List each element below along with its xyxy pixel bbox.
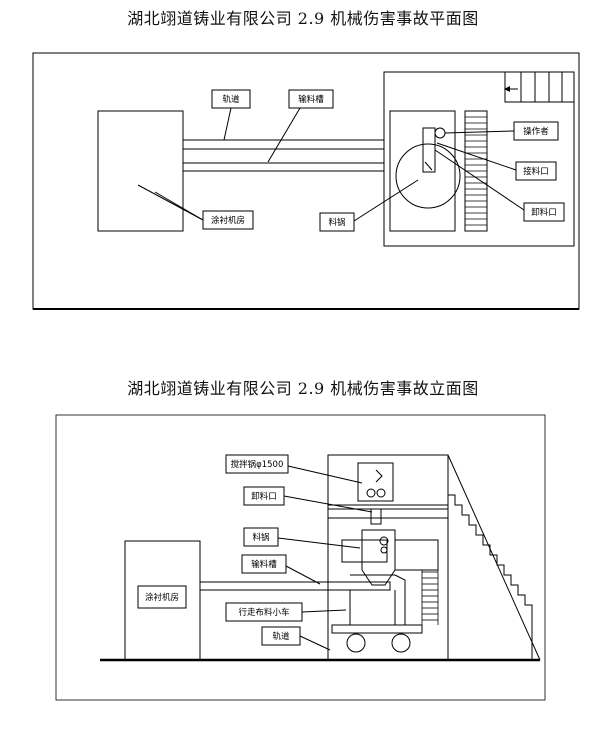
plan-label-discharge-port: 卸料口 bbox=[531, 207, 557, 218]
elev-label-mixer: 搅拌锅φ1500 bbox=[231, 459, 284, 470]
elev-label-box-chute bbox=[241, 554, 287, 574]
plan-label-operator: 操作者 bbox=[523, 126, 549, 137]
plan-label-box-ladle bbox=[319, 212, 355, 232]
elev-label-ladle: 料锅 bbox=[252, 532, 269, 543]
plan-operator-platform bbox=[422, 127, 436, 173]
elev-lining-room-label-box bbox=[137, 585, 187, 609]
elev-frame bbox=[55, 414, 546, 701]
elev-lining-room bbox=[124, 540, 201, 661]
elev-label-discharge-port: 卸料口 bbox=[251, 491, 277, 502]
elev-upper-slab bbox=[327, 504, 449, 510]
elevation-title: 湖北翊道铸业有限公司 2.9 机械伤害事故立面图 bbox=[127, 379, 479, 398]
plan-diagram bbox=[32, 52, 580, 310]
elev-ladder bbox=[421, 570, 439, 625]
plan-stair-steps bbox=[465, 116, 487, 226]
elev-stair-rail bbox=[447, 454, 541, 661]
plan-label-receive-port: 接料口 bbox=[523, 166, 549, 177]
elev-label-cart: 行走布料小车 bbox=[238, 607, 289, 618]
elev-right-platform bbox=[394, 539, 439, 571]
plan-label-lining-room: 涂衬机房 bbox=[211, 215, 245, 226]
elev-cart-wheel-left bbox=[346, 633, 366, 653]
elev-main-building bbox=[327, 454, 449, 661]
plan-frame bbox=[32, 52, 580, 310]
plan-label-box-chute bbox=[288, 89, 334, 109]
plan-ladle-circle bbox=[395, 143, 461, 209]
plan-label-track: 轨道 bbox=[222, 94, 240, 105]
elev-label-chute: 输料槽 bbox=[251, 559, 277, 570]
plan-label-chute: 输料槽 bbox=[298, 94, 324, 105]
elev-label-track: 轨道 bbox=[272, 631, 290, 642]
elev-label-lining-room: 涂衬机房 bbox=[145, 592, 179, 603]
elev-chute bbox=[199, 581, 391, 591]
plan-leader-lines bbox=[137, 107, 525, 222]
plan-label-box-receive bbox=[515, 161, 557, 181]
plan-lining-room bbox=[97, 110, 184, 232]
elev-label-box-ladle bbox=[243, 527, 279, 547]
elevation-diagram bbox=[55, 414, 546, 701]
elev-label-box-mixer bbox=[225, 454, 289, 474]
elev-leader-lines bbox=[277, 465, 373, 651]
elev-ladle bbox=[361, 529, 396, 586]
elev-mixer-box bbox=[357, 462, 394, 502]
plan-label-ladle: 料锅 bbox=[328, 217, 345, 228]
plan-main-building bbox=[383, 71, 575, 247]
elev-stair-steps bbox=[448, 494, 533, 660]
plan-operator-circle bbox=[434, 127, 446, 139]
elev-cart-base bbox=[331, 624, 423, 634]
plan-title: 湖北翊道铸业有限公司 2.9 机械伤害事故平面图 bbox=[127, 9, 479, 28]
plan-label-box-discharge bbox=[523, 202, 565, 222]
elev-cart-wheel-right bbox=[391, 633, 411, 653]
plan-rails bbox=[183, 139, 384, 172]
plan-inner-room bbox=[389, 110, 456, 232]
plan-top-stair bbox=[504, 71, 575, 103]
elev-discharge-tube bbox=[370, 508, 382, 525]
